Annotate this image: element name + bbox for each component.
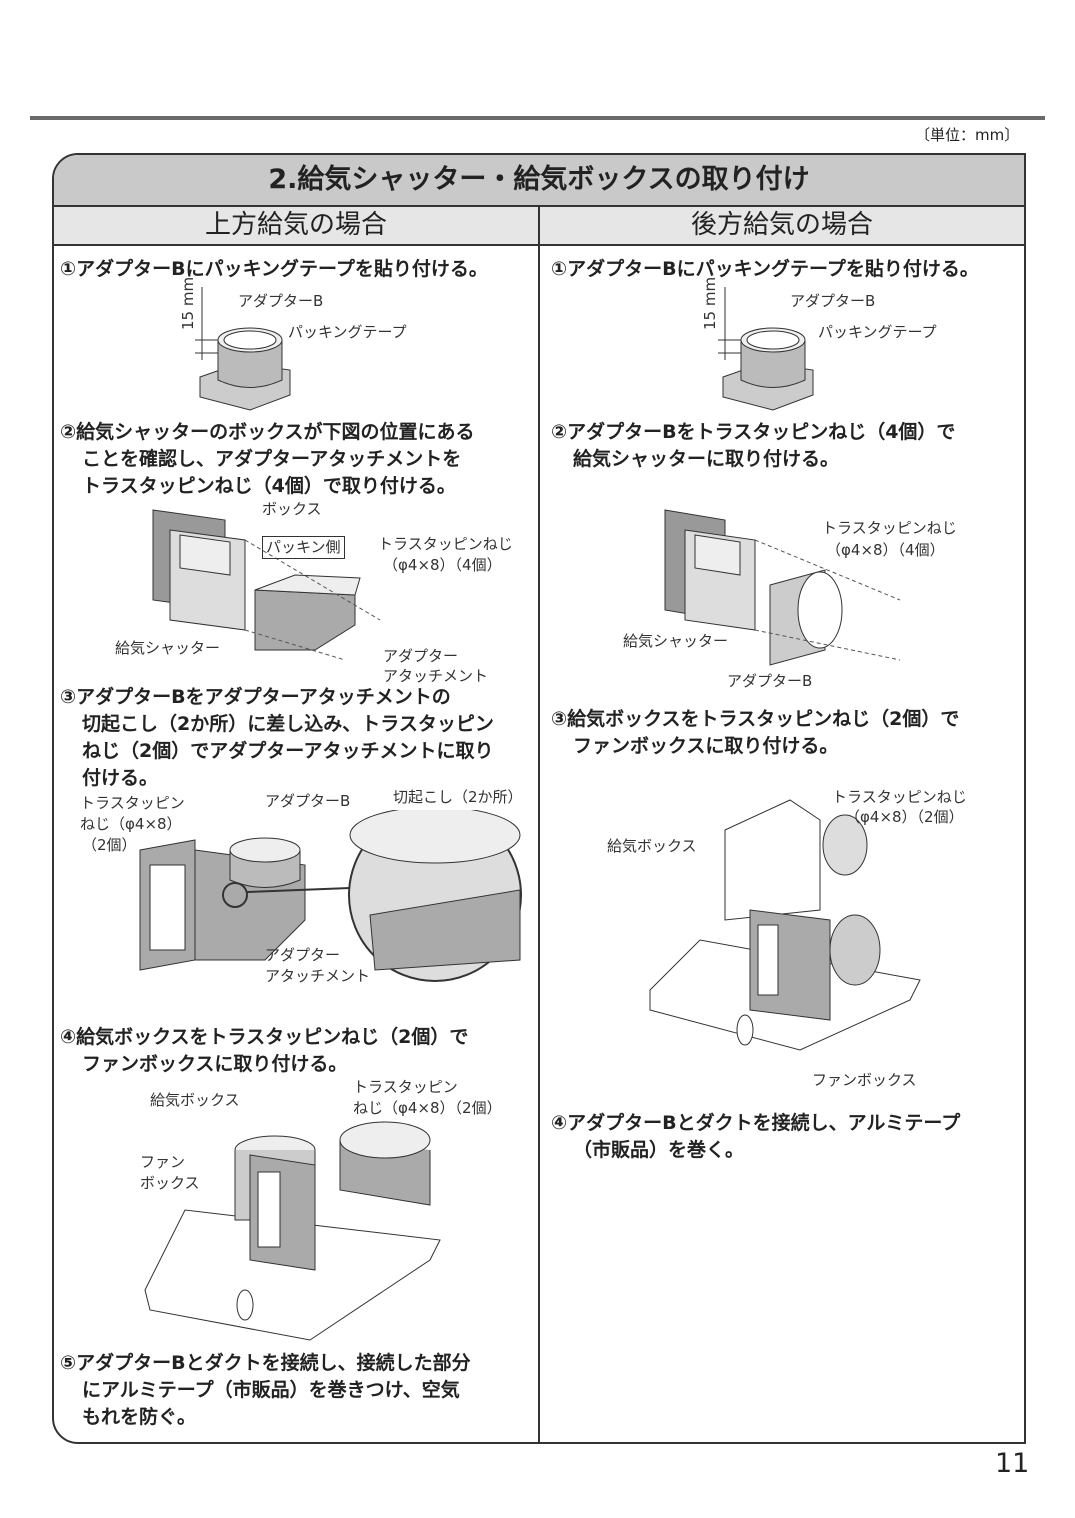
step-text: ④給気ボックスをトラスタッピンねじ（2個）で bbox=[60, 1026, 469, 1048]
right-step-2: ②アダプターBをトラスタッピンねじ（4個）で 給気シャッターに取り付ける。 bbox=[551, 419, 955, 473]
adapter-b-label: アダプターB bbox=[238, 292, 324, 310]
supply-shutter-label: 給気シャッター bbox=[115, 639, 221, 657]
cutout-label: 切起こし（2か所） bbox=[393, 788, 523, 806]
adapter-attachment-label-2: アタッチメント bbox=[383, 667, 489, 685]
column-divider bbox=[538, 207, 540, 1442]
step-text: ①アダプターBにパッキングテープを貼り付ける。 bbox=[551, 258, 979, 280]
step-text: ファンボックスに取り付ける。 bbox=[573, 735, 839, 757]
screw-spec-label: ねじ（φ4×8）（2個） bbox=[353, 1099, 502, 1117]
step-text: にアルミテープ（市販品）を巻きつけ、空気 bbox=[82, 1379, 460, 1401]
unit-label: 〔単位：mm〕 bbox=[915, 126, 1020, 144]
adapter-tape-figure-right bbox=[718, 287, 814, 411]
packing-tape-label: パッキングテープ bbox=[818, 323, 937, 341]
shutter-adapter-figure bbox=[664, 509, 901, 666]
adapter-tape-figure-left bbox=[195, 287, 291, 411]
shutter-attachment-figure bbox=[152, 509, 381, 661]
supply-box-rear-figure bbox=[649, 799, 921, 1051]
adapter-attachment-label: アダプター bbox=[383, 647, 459, 665]
adapter-attachment-label: アダプター bbox=[265, 946, 341, 964]
supply-shutter-label: 給気シャッター bbox=[623, 632, 729, 650]
screw-spec-label: ねじ（φ4×8） bbox=[80, 815, 182, 833]
adapter-b-label: アダプターB bbox=[265, 792, 351, 810]
supply-box-label: 給気ボックス bbox=[607, 837, 697, 855]
step-text: ③給気ボックスをトラスタッピンねじ（2個）で bbox=[551, 708, 960, 730]
supply-box-top-figure bbox=[144, 1121, 441, 1341]
screw-spec-label: （φ4×8）（2個） bbox=[845, 808, 964, 826]
left-step-1: ①アダプターBにパッキングテープを貼り付ける。 bbox=[60, 256, 488, 283]
right-step-3: ③給気ボックスをトラスタッピンねじ（2個）で ファンボックスに取り付ける。 bbox=[551, 706, 959, 760]
adapter-b-label: アダプターB bbox=[727, 672, 813, 690]
adapter-insert-figure bbox=[139, 810, 522, 982]
step-text: ③アダプターBをアダプターアタッチメントの bbox=[60, 686, 451, 708]
right-step-4: ④アダプターBとダクトを接続し、アルミテープ （市販品）を巻く。 bbox=[551, 1110, 960, 1164]
instruction-table: 2.給気シャッター・給気ボックスの取り付け 上方給気の場合 後方給気の場合 bbox=[52, 153, 1026, 1444]
left-step-4: ④給気ボックスをトラスタッピンねじ（2個）で ファンボックスに取り付ける。 bbox=[60, 1024, 468, 1078]
screw-label: トラスタッピン bbox=[353, 1078, 458, 1096]
step-text: 付ける。 bbox=[82, 767, 159, 789]
step-text: もれを防ぐ。 bbox=[82, 1406, 197, 1428]
right-step-1: ①アダプターBにパッキングテープを貼り付ける。 bbox=[551, 256, 979, 283]
packing-side-label: パッキン側 bbox=[262, 536, 345, 559]
step-text: ②アダプターBをトラスタッピンねじ（4個）で bbox=[551, 421, 956, 443]
fan-box-label: ファン bbox=[140, 1153, 186, 1171]
page-number: 11 bbox=[995, 1448, 1030, 1479]
right-column-heading: 後方給気の場合 bbox=[540, 207, 1024, 246]
screw-count-label: （2個） bbox=[82, 836, 137, 854]
packing-tape-label: パッキングテープ bbox=[288, 323, 407, 341]
adapter-b-label: アダプターB bbox=[790, 292, 876, 310]
screw-label: トラスタッピンねじ bbox=[822, 519, 957, 537]
adapter-attachment-label-2: アタッチメント bbox=[265, 967, 371, 985]
step-text: ことを確認し、アダプターアタッチメントを bbox=[82, 448, 462, 470]
screw-label: トラスタッピン bbox=[80, 794, 185, 812]
top-rule bbox=[30, 116, 1045, 120]
supply-box-label: 給気ボックス bbox=[150, 1091, 240, 1109]
box-label: ボックス bbox=[262, 500, 322, 518]
step-text: （市販品）を巻く。 bbox=[573, 1139, 745, 1161]
step-text: ねじ（2個）でアダプターアタッチメントに取り bbox=[82, 740, 494, 762]
fan-box-label: ファンボックス bbox=[812, 1071, 917, 1089]
step-text: ④アダプターBとダクトを接続し、アルミテープ bbox=[551, 1112, 961, 1134]
step-text: 給気シャッターに取り付ける。 bbox=[573, 448, 840, 470]
left-column-heading: 上方給気の場合 bbox=[54, 207, 538, 246]
left-step-2: ②給気シャッターのボックスが下図の位置にある ことを確認し、アダプターアタッチメ… bbox=[60, 419, 475, 500]
left-step-3: ③アダプターBをアダプターアタッチメントの 切起こし（2か所）に差し込み、トラス… bbox=[60, 684, 494, 792]
step-text: ファンボックスに取り付ける。 bbox=[82, 1053, 348, 1075]
screw-label: トラスタッピンねじ bbox=[832, 788, 967, 806]
screw-spec-label: （φ4×8）（4個） bbox=[826, 541, 945, 559]
step-text: 切起こし（2か所）に差し込み、トラスタッピン bbox=[82, 713, 494, 735]
screw-spec-label: （φ4×8）（4個） bbox=[383, 556, 502, 574]
step-text: トラスタッピンねじ（4個）で取り付ける。 bbox=[82, 475, 456, 497]
dimension-label: 15 mm bbox=[701, 276, 719, 330]
step-text: ⑤アダプターBとダクトを接続し、接続した部分 bbox=[60, 1352, 471, 1374]
fan-box-label-2: ボックス bbox=[140, 1174, 200, 1192]
left-step-5: ⑤アダプターBとダクトを接続し、接続した部分 にアルミテープ（市販品）を巻きつけ… bbox=[60, 1350, 471, 1431]
dimension-label: 15 mm bbox=[179, 276, 197, 330]
screw-label: トラスタッピンねじ bbox=[378, 535, 513, 553]
step-text: ②給気シャッターのボックスが下図の位置にある bbox=[60, 421, 475, 443]
section-title: 2.給気シャッター・給気ボックスの取り付け bbox=[54, 155, 1024, 207]
step-text: ①アダプターBにパッキングテープを貼り付ける。 bbox=[60, 258, 488, 280]
